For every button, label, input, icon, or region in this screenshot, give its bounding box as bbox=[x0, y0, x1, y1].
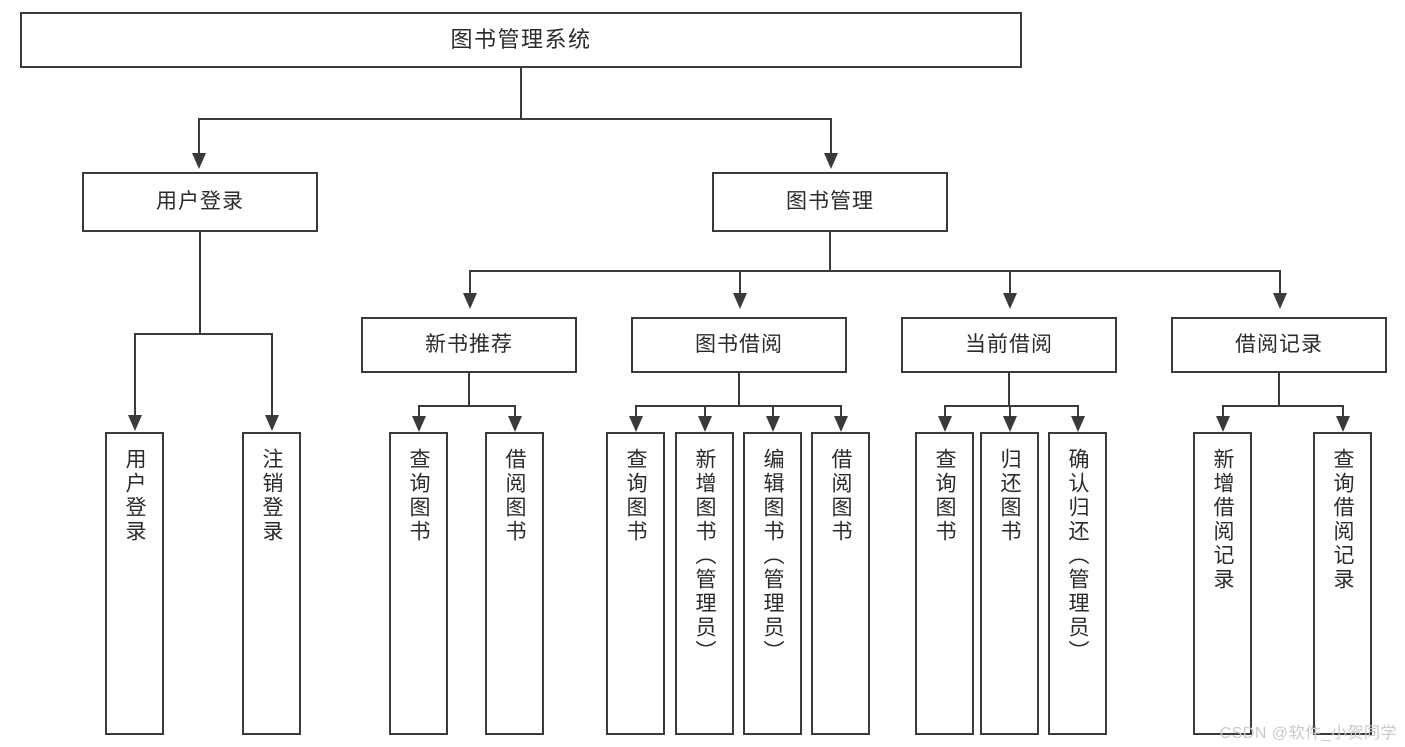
node-label: 借阅记录 bbox=[1235, 332, 1323, 356]
arrow-bb-to-leaf-3 bbox=[766, 416, 780, 432]
arrow-bb-to-leaf-2 bbox=[698, 416, 712, 432]
arrow-user-login-to-leaf-1 bbox=[128, 415, 142, 431]
leaf-current-borrow-return-books[interactable]: 归还图书 bbox=[980, 432, 1039, 735]
arrow-root-to-user-login bbox=[192, 153, 206, 169]
connector-user-login-to-leaf-1 bbox=[134, 333, 136, 418]
node-label: 查询借阅记录 bbox=[1331, 448, 1354, 592]
connector-current-borrow-stem bbox=[1008, 373, 1010, 406]
connector-book-borrow-split-bar bbox=[635, 405, 841, 407]
connector-cb-to-leaf-3 bbox=[1077, 405, 1079, 419]
arrow-user-login-to-leaf-2 bbox=[265, 415, 279, 431]
node-label: 查询图书 bbox=[624, 448, 647, 544]
connector-bm-to-current-borrow bbox=[1009, 270, 1011, 296]
node-current-borrow[interactable]: 当前借阅 bbox=[901, 317, 1117, 373]
node-label: 查询图书 bbox=[933, 448, 956, 544]
connector-root-to-user-login bbox=[198, 118, 200, 156]
arrow-bb-to-leaf-4 bbox=[834, 416, 848, 432]
arrow-bm-to-current-borrow bbox=[1003, 293, 1017, 309]
connector-book-borrow-stem bbox=[738, 373, 740, 406]
connector-root-stem bbox=[520, 68, 522, 118]
node-label: 新增图书（管理员） bbox=[693, 448, 716, 664]
connector-bm-to-book-borrow bbox=[739, 270, 741, 296]
watermark: CSDN @软件_小贺同学 bbox=[1219, 725, 1397, 742]
leaf-borrow-record-add-record[interactable]: 新增借阅记录 bbox=[1193, 432, 1252, 735]
leaf-current-borrow-query-books[interactable]: 查询图书 bbox=[915, 432, 974, 735]
connector-bm-to-borrow-record bbox=[1279, 270, 1281, 296]
connector-root-to-book-management bbox=[830, 118, 832, 156]
node-label: 新书推荐 bbox=[425, 332, 513, 356]
leaf-new-book-query-books[interactable]: 查询图书 bbox=[389, 432, 448, 735]
leaf-book-borrow-query-books[interactable]: 查询图书 bbox=[606, 432, 665, 735]
connector-user-login-to-leaf-2 bbox=[271, 333, 273, 418]
connector-cb-to-leaf-1 bbox=[944, 405, 946, 419]
leaf-book-borrow-add-book-admin[interactable]: 新增图书（管理员） bbox=[675, 432, 734, 735]
node-label: 查询图书 bbox=[407, 448, 430, 544]
connector-new-book-to-leaf-1 bbox=[418, 405, 420, 419]
connector-user-login-stem bbox=[199, 232, 201, 334]
arrow-new-book-to-leaf-2 bbox=[508, 416, 522, 432]
arrow-bb-to-leaf-1 bbox=[629, 416, 643, 432]
node-book-management[interactable]: 图书管理 bbox=[712, 172, 948, 232]
node-label: 确认归还（管理员） bbox=[1066, 448, 1089, 664]
connector-book-management-stem bbox=[829, 232, 831, 271]
connector-bb-to-leaf-4 bbox=[840, 405, 842, 419]
arrow-br-to-leaf-2 bbox=[1336, 416, 1350, 432]
leaf-user-login-login[interactable]: 用户登录 bbox=[105, 432, 164, 735]
node-label: 用户登录 bbox=[156, 189, 244, 213]
arrow-root-to-book-management bbox=[824, 153, 838, 169]
node-label: 借阅图书 bbox=[829, 448, 852, 544]
node-label: 图书管理系统 bbox=[450, 27, 592, 53]
connector-new-book-to-leaf-2 bbox=[514, 405, 516, 419]
leaf-current-borrow-confirm-return-admin[interactable]: 确认归还（管理员） bbox=[1048, 432, 1107, 735]
leaf-new-book-borrow-books[interactable]: 借阅图书 bbox=[485, 432, 544, 735]
leaf-user-login-logout[interactable]: 注销登录 bbox=[242, 432, 301, 735]
node-label: 编辑图书（管理员） bbox=[761, 448, 784, 664]
connector-borrow-record-split-bar bbox=[1222, 405, 1343, 407]
node-new-book-recommend[interactable]: 新书推荐 bbox=[361, 317, 577, 373]
leaf-book-borrow-edit-book-admin[interactable]: 编辑图书（管理员） bbox=[743, 432, 802, 735]
connector-user-login-split-bar bbox=[134, 333, 272, 335]
connector-cb-to-leaf-2 bbox=[1009, 405, 1011, 419]
arrow-cb-to-leaf-2 bbox=[1003, 416, 1017, 432]
node-user-login[interactable]: 用户登录 bbox=[82, 172, 318, 232]
node-label: 当前借阅 bbox=[965, 332, 1053, 356]
node-label: 图书借阅 bbox=[695, 332, 783, 356]
arrow-bm-to-borrow-record bbox=[1273, 293, 1287, 309]
connector-new-book-stem bbox=[468, 373, 470, 406]
node-label: 借阅图书 bbox=[503, 448, 526, 544]
node-label: 新增借阅记录 bbox=[1211, 448, 1234, 592]
node-borrow-record[interactable]: 借阅记录 bbox=[1171, 317, 1387, 373]
arrow-bm-to-book-borrow bbox=[733, 293, 747, 309]
connector-br-to-leaf-1 bbox=[1222, 405, 1224, 419]
connector-br-to-leaf-2 bbox=[1342, 405, 1344, 419]
node-root-book-management-system[interactable]: 图书管理系统 bbox=[20, 12, 1022, 68]
arrow-cb-to-leaf-3 bbox=[1071, 416, 1085, 432]
node-book-borrow[interactable]: 图书借阅 bbox=[631, 317, 847, 373]
connector-bb-to-leaf-1 bbox=[635, 405, 637, 419]
node-label: 用户登录 bbox=[123, 448, 146, 544]
connector-new-book-split-bar bbox=[418, 405, 516, 407]
connector-book-management-split-bar bbox=[469, 270, 1281, 272]
connector-bm-to-new-book bbox=[469, 270, 471, 296]
arrow-br-to-leaf-1 bbox=[1216, 416, 1230, 432]
leaf-borrow-record-query-record[interactable]: 查询借阅记录 bbox=[1313, 432, 1372, 735]
arrow-bm-to-new-book bbox=[463, 293, 477, 309]
connector-bb-to-leaf-2 bbox=[704, 405, 706, 419]
node-label: 归还图书 bbox=[998, 448, 1021, 544]
arrow-cb-to-leaf-1 bbox=[938, 416, 952, 432]
connector-bb-to-leaf-3 bbox=[772, 405, 774, 419]
connector-root-split-bar bbox=[198, 118, 832, 120]
connector-current-borrow-split-bar bbox=[944, 405, 1078, 407]
node-label: 图书管理 bbox=[786, 189, 874, 213]
node-label: 注销登录 bbox=[260, 448, 283, 544]
connector-borrow-record-stem bbox=[1278, 373, 1280, 406]
leaf-book-borrow-borrow-books[interactable]: 借阅图书 bbox=[811, 432, 870, 735]
arrow-new-book-to-leaf-1 bbox=[412, 416, 426, 432]
